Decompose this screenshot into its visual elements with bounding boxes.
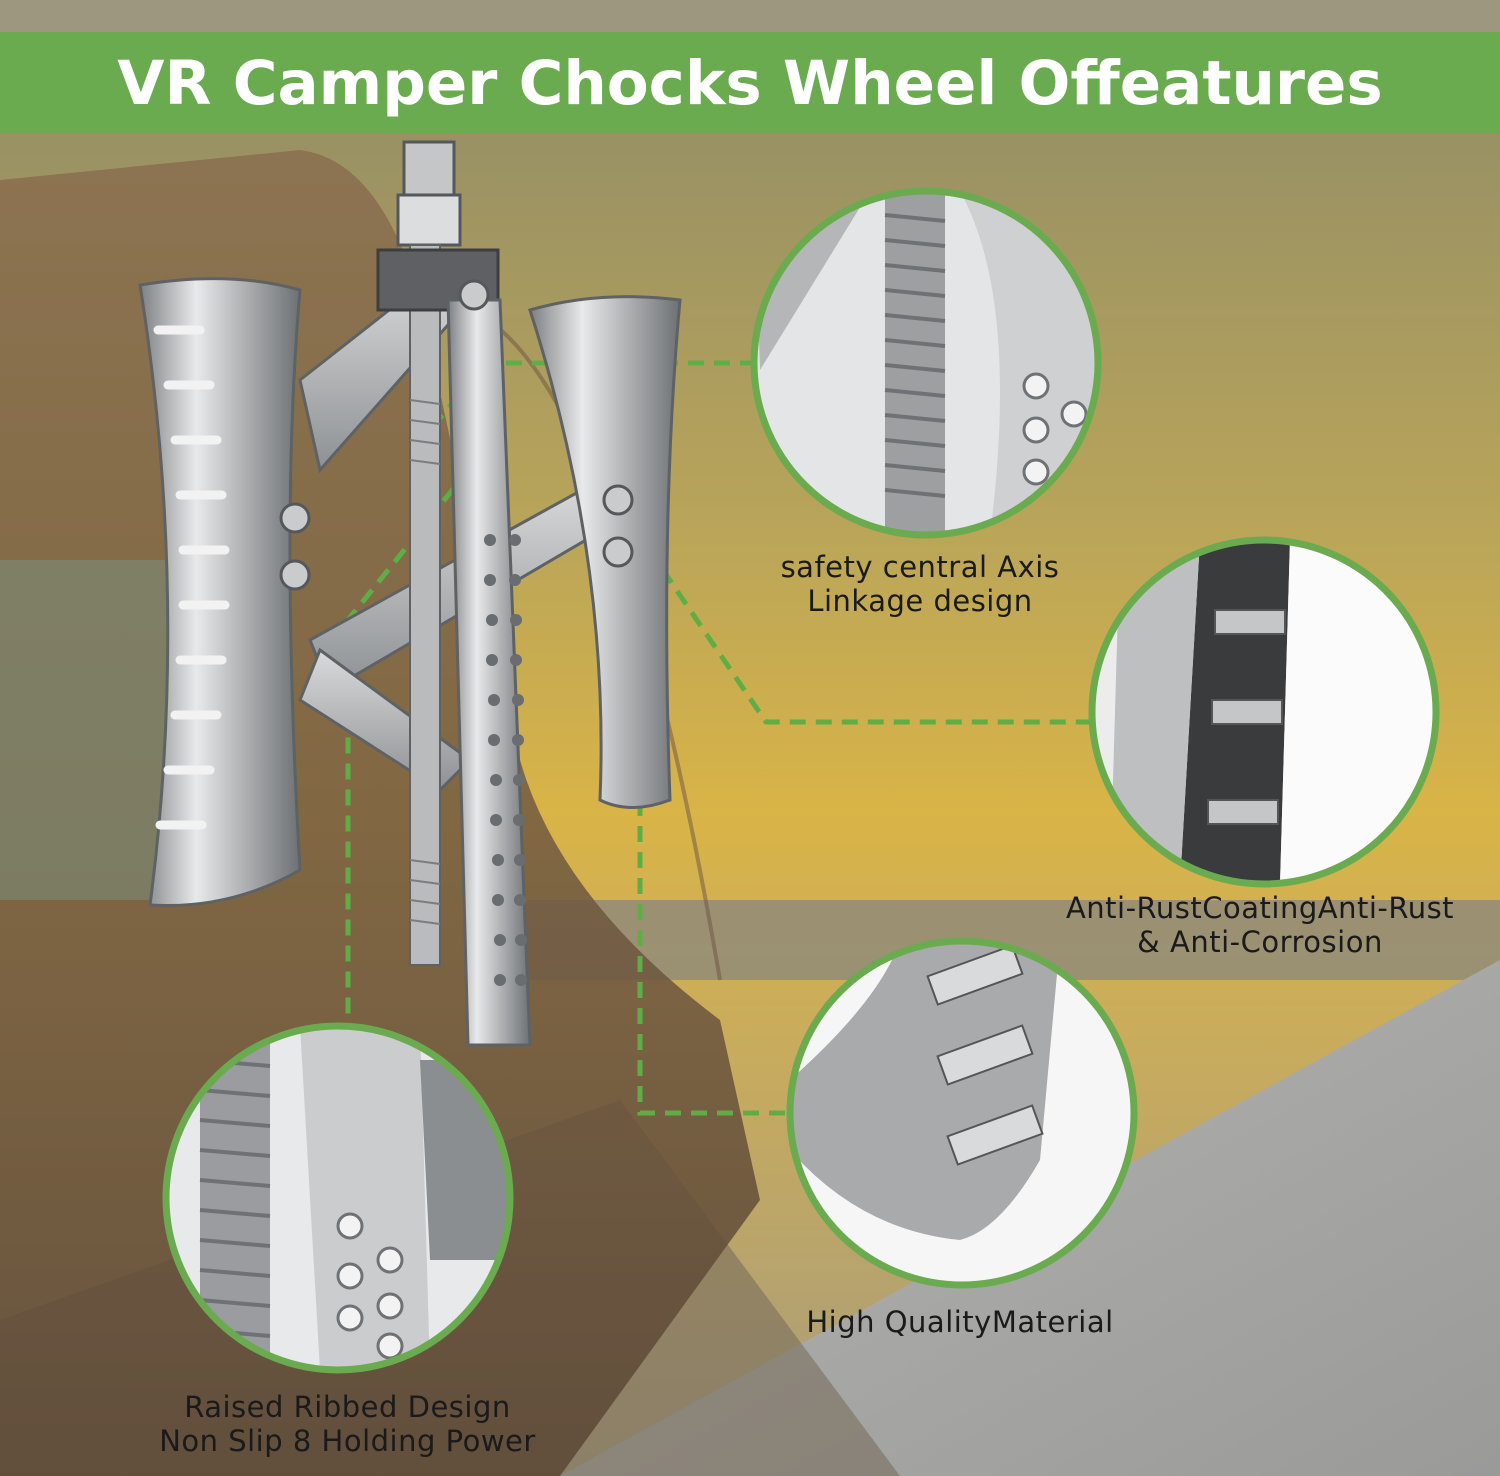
zoom-detail-circle-axis	[750, 187, 1102, 539]
caption-ribbed-line-1: Raised Ribbed Design	[184, 1390, 511, 1424]
page-title: VR Camper Chocks Wheel Offeatures	[117, 47, 1383, 119]
zoom-detail-circle-material	[786, 937, 1138, 1289]
handle-bar	[446, 298, 532, 1047]
title-banner: VR Camper Chocks Wheel Offeatures	[0, 32, 1500, 134]
caption-material: High QualityMaterial	[770, 1305, 1150, 1339]
zoom-detail-circle-coating	[1088, 536, 1440, 888]
caption-ribbed: Raised Ribbed Design Non Slip 8 Holding …	[120, 1390, 575, 1458]
caption-axis: safety central Axis Linkage design	[740, 550, 1100, 618]
caption-coating-line-1: Anti-RustCoatingAnti-Rust	[1065, 891, 1455, 925]
caption-coating: Anti-RustCoatingAnti-Rust & Anti-Corrosi…	[1030, 891, 1490, 959]
left-pad	[138, 277, 302, 908]
caption-ribbed-line-2: Non Slip 8 Holding Power	[159, 1424, 536, 1458]
threaded-rod	[376, 140, 500, 966]
caption-material-line-1: High QualityMaterial	[806, 1305, 1114, 1339]
caption-coating-line-2: & Anti-Corrosion	[1137, 925, 1383, 959]
bolts	[279, 279, 634, 591]
caption-axis-line-1: safety central Axis	[780, 550, 1060, 584]
zoom-detail-circle-ribbed	[162, 1022, 514, 1374]
caption-axis-line-2: Linkage design	[807, 584, 1033, 618]
